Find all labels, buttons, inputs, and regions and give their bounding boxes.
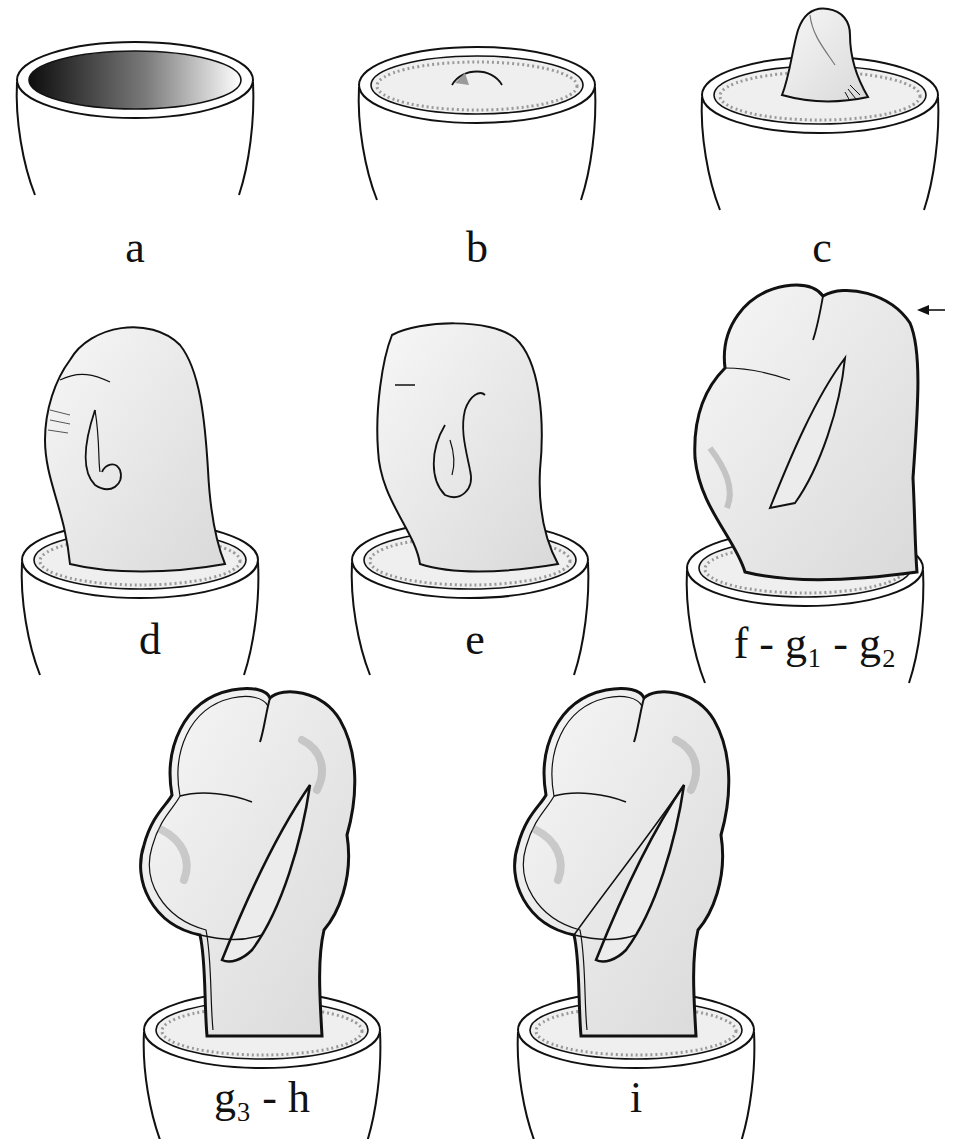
stage-b-drawing: [359, 47, 596, 200]
stage-a-drawing: [17, 42, 254, 195]
stage-g3-h-drawing: [141, 688, 381, 1139]
stage-label: e: [465, 618, 485, 662]
stage-label: a: [125, 226, 145, 270]
stage-f-drawing: [687, 285, 945, 683]
stage-label: g₃ - h: [214, 1076, 310, 1120]
stage-c-drawing: [702, 9, 939, 210]
stage-d-drawing: [22, 327, 259, 675]
stage-label: f - g₁ - g₂: [734, 622, 897, 666]
stage-e-drawing: [352, 323, 589, 675]
stage-label: c: [812, 226, 832, 270]
stage-label: b: [466, 226, 488, 270]
stage-label: i: [630, 1076, 642, 1120]
stage-i-drawing: [515, 688, 755, 1139]
stage-label: d: [139, 618, 161, 662]
